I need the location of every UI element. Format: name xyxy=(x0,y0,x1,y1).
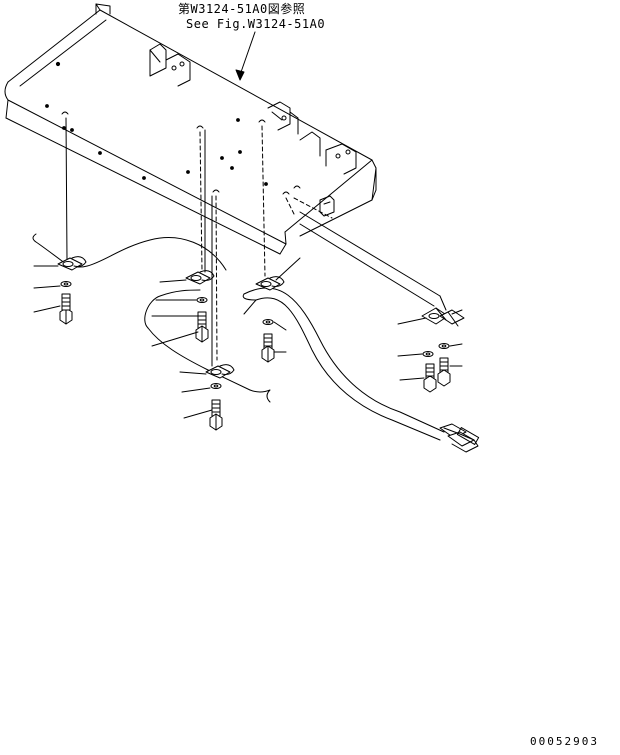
clamp-b xyxy=(185,270,215,285)
washer-b xyxy=(196,297,208,303)
reference-note-japanese: 第W3124-51A0図参照 xyxy=(178,2,306,16)
frame-bracket-left xyxy=(149,43,191,87)
washer-e xyxy=(422,343,450,357)
frame-bracket-center xyxy=(267,101,299,135)
wiring-harness xyxy=(32,233,480,453)
bolt-e xyxy=(423,357,451,393)
install-dashed-lines xyxy=(65,117,333,367)
washer-c xyxy=(262,319,274,325)
bolt-c xyxy=(261,333,275,363)
frame-plate xyxy=(4,3,377,255)
washer-d xyxy=(210,383,222,389)
drawing-number: 00052903 xyxy=(530,735,599,748)
reference-note-english: See Fig.W3124-51A0 xyxy=(186,17,326,31)
clamp-c xyxy=(255,276,285,291)
frame-bracket-right xyxy=(299,131,357,175)
callout-leaders xyxy=(33,257,463,419)
clamp-e xyxy=(421,307,465,327)
bolt-b xyxy=(195,311,209,343)
clamp-a xyxy=(57,256,87,271)
clamp-d xyxy=(205,364,235,379)
bolt-d xyxy=(209,399,223,431)
hole-markers xyxy=(61,111,301,195)
right-rod xyxy=(299,211,447,311)
washer-a xyxy=(60,281,72,287)
bolt-a xyxy=(59,293,73,325)
reference-leader-arrow xyxy=(235,31,256,81)
